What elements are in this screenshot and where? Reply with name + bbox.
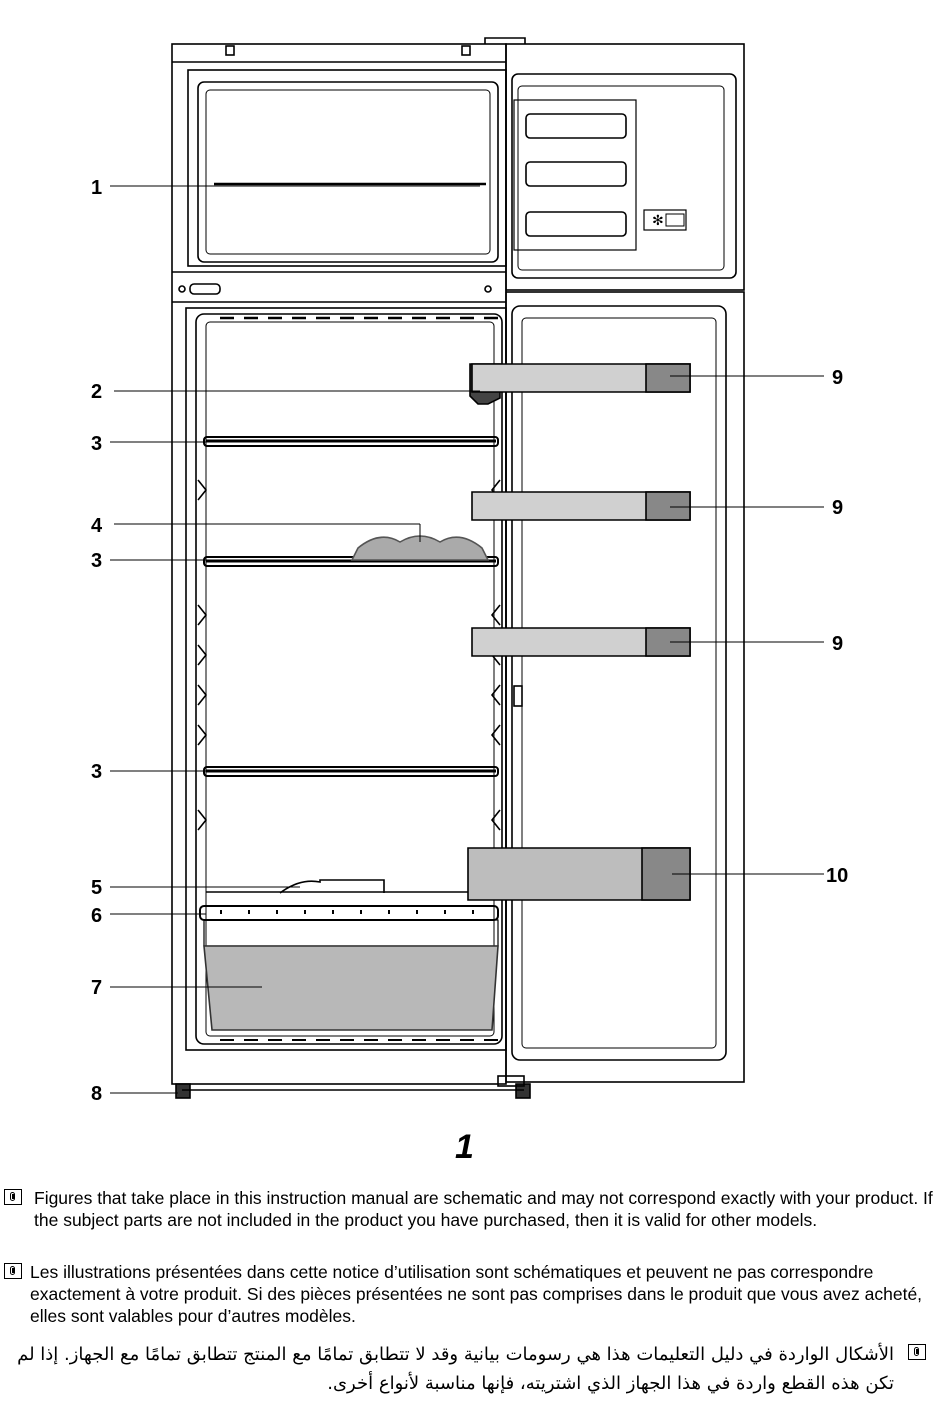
svg-text:✻: ✻ — [652, 213, 664, 229]
callout-label: 8 — [91, 1083, 102, 1105]
note-arabic: الأشكال الواردة في دليل التعليمات هذا هي… — [4, 1340, 944, 1398]
door-shelf — [471, 627, 691, 657]
callout-label: 3 — [91, 761, 102, 783]
info-icon — [908, 1344, 926, 1360]
door-shelf — [471, 363, 691, 393]
cabinet-body — [171, 43, 507, 1085]
door-shelf — [471, 491, 691, 521]
note-french: Les illustrations présentées dans cette … — [4, 1261, 944, 1327]
callout-label: 1 — [91, 177, 102, 199]
note-text: Figures that take place in this instruct… — [34, 1188, 933, 1230]
note-text: الأشكال الواردة في دليل التعليمات هذا هي… — [17, 1344, 894, 1394]
note-english: Figures that take place in this instruct… — [4, 1187, 944, 1231]
callout-label: 10 — [826, 865, 848, 887]
info-icon — [4, 1189, 22, 1205]
callout-label: 9 — [832, 367, 843, 389]
egg-tray — [350, 535, 490, 561]
star-rating-icon — [643, 209, 687, 231]
callout-label: 9 — [832, 497, 843, 519]
figure-number: 1 — [455, 1128, 474, 1166]
fridge-compartment — [185, 307, 507, 1051]
fridge-diagram: ✻ — [91, 37, 848, 1105]
callout-label: 7 — [91, 977, 102, 999]
crisper-drawer — [203, 945, 499, 1031]
callout-label: 3 — [91, 550, 102, 572]
freezer-compartment — [187, 69, 507, 267]
glass-shelf — [203, 556, 499, 567]
fridge-door — [505, 291, 745, 1083]
freezer-door: ✻ — [505, 43, 745, 291]
note-text: Les illustrations présentées dans cette … — [30, 1262, 923, 1326]
callout-label: 4 — [91, 515, 103, 537]
callout-label: 2 — [91, 381, 102, 403]
callout-label: 9 — [832, 633, 843, 655]
callout-label: 5 — [91, 877, 102, 899]
callout-label: 3 — [91, 433, 102, 455]
callout-label: 6 — [91, 905, 102, 927]
info-icon — [4, 1263, 22, 1279]
adjustable-foot — [175, 1083, 191, 1099]
crisper-cover — [199, 905, 499, 921]
bottle-shelf — [467, 847, 691, 901]
